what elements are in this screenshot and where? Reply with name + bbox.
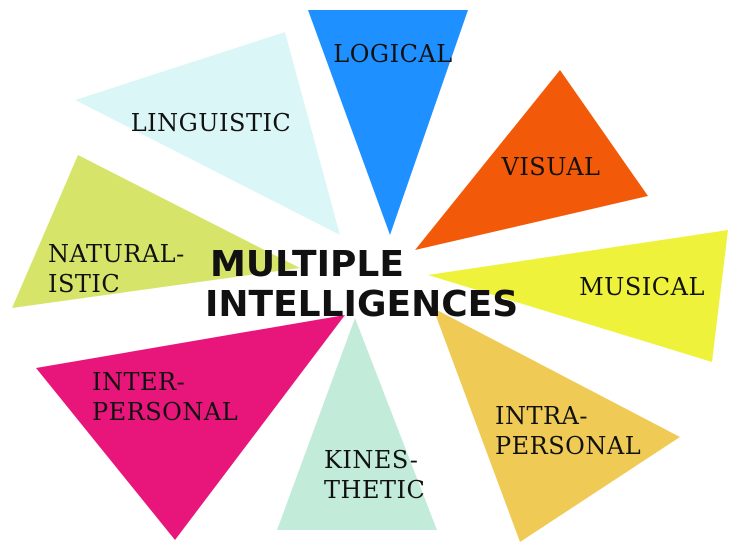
diagram-title-line2: INTELLIGENCES <box>205 284 518 325</box>
label-interpersonal-line2: PERSONAL <box>92 398 238 426</box>
label-visual-line1: VISUAL <box>500 153 600 181</box>
label-linguistic: LINGUISTIC <box>131 109 292 137</box>
label-naturalistic: NATURAL- ISTIC <box>48 240 193 298</box>
label-naturalistic-line2: ISTIC <box>48 270 120 298</box>
label-linguistic-line1: LINGUISTIC <box>131 109 292 137</box>
label-intrapersonal-line2: PERSONAL <box>495 432 641 460</box>
label-visual: VISUAL <box>500 153 600 181</box>
label-kinesthetic-line1: KINES- <box>324 446 418 474</box>
triangle-naturalistic <box>12 155 300 308</box>
triangle-logical <box>308 10 468 235</box>
label-logical-line1: LOGICAL <box>333 40 452 68</box>
triangle-kinesthetic <box>277 318 437 530</box>
triangle-intrapersonal <box>433 308 680 542</box>
label-intrapersonal: INTRA- PERSONAL <box>495 402 641 460</box>
label-logical: LOGICAL <box>333 40 452 68</box>
label-musical-line1: MUSICAL <box>579 273 705 301</box>
diagram-title-line1: MULTIPLE <box>210 244 404 285</box>
label-kinesthetic-line2: THETIC <box>324 476 425 504</box>
label-kinesthetic: KINES- THETIC <box>324 446 427 504</box>
diagram-title: MULTIPLE INTELLIGENCES <box>205 244 518 325</box>
label-interpersonal-line1: INTER- <box>92 368 185 396</box>
label-interpersonal: INTER- PERSONAL <box>92 368 238 426</box>
label-intrapersonal-line1: INTRA- <box>495 402 588 430</box>
label-naturalistic-line1: NATURAL- <box>48 240 185 268</box>
triangle-visual <box>415 70 648 250</box>
triangle-musical <box>428 230 728 362</box>
triangle-linguistic <box>75 32 340 235</box>
label-musical: MUSICAL <box>579 273 705 301</box>
triangle-interpersonal <box>36 315 345 540</box>
